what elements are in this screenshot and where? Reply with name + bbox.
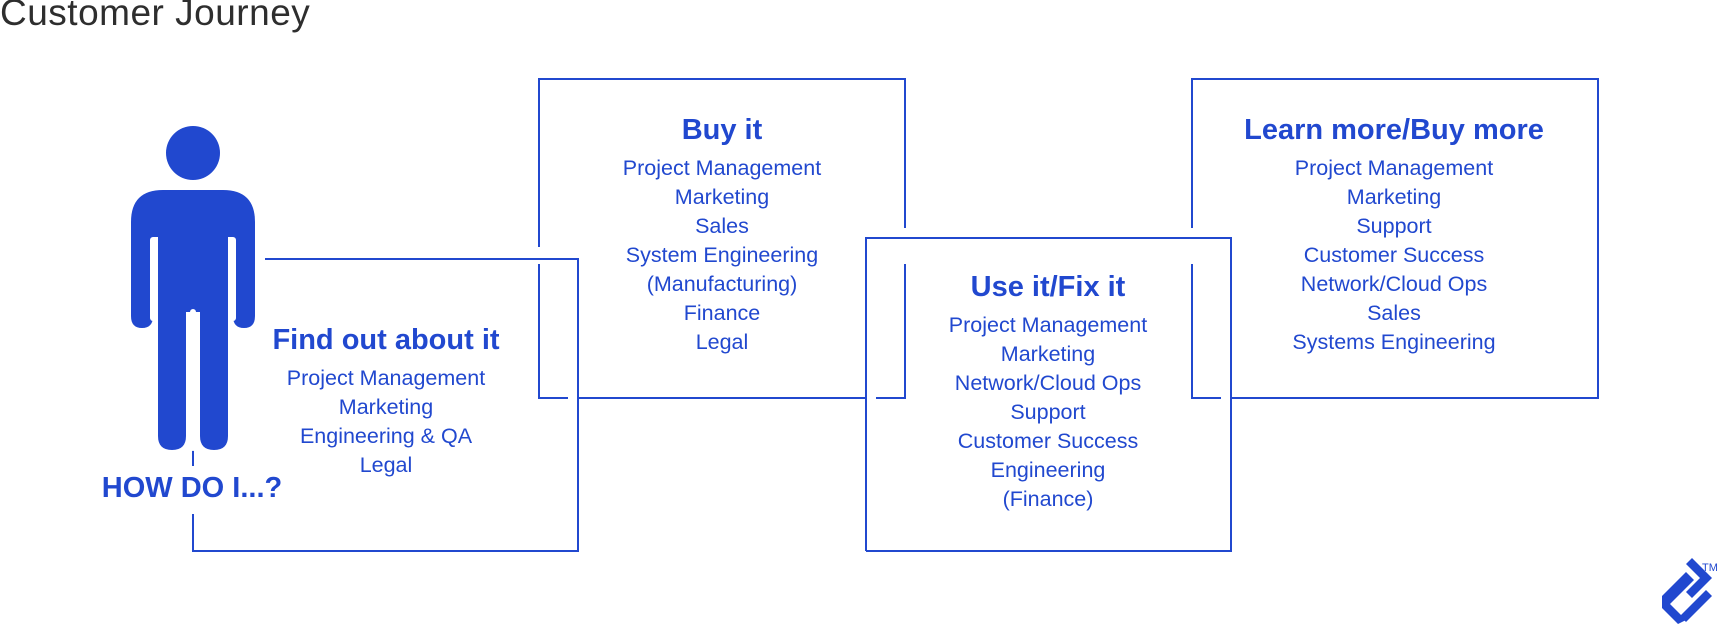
person-icon bbox=[131, 126, 255, 450]
stage-box-find-out bbox=[192, 258, 579, 552]
stage-box-use bbox=[865, 237, 1232, 552]
stage-box-buy bbox=[538, 78, 906, 247]
department-item: Marketing bbox=[674, 185, 770, 209]
department-item: Engineering bbox=[990, 458, 1106, 482]
department-item: Sales bbox=[695, 214, 749, 238]
department-item: Project Management bbox=[622, 156, 822, 180]
trademark-label: TM bbox=[1702, 562, 1718, 574]
department-item: Network/Cloud Ops bbox=[1300, 272, 1488, 296]
toptal-logo-icon bbox=[1662, 558, 1712, 624]
department-item: Support bbox=[1356, 214, 1432, 238]
department-item: Finance bbox=[683, 301, 761, 325]
department-item: Legal bbox=[359, 453, 413, 477]
stage-title: Buy it bbox=[681, 114, 763, 146]
stage-department-list: Project Management Marketing Sales Syste… bbox=[557, 154, 887, 357]
question-label: HOW DO I...? bbox=[92, 466, 292, 511]
department-item: Project Management bbox=[286, 366, 486, 390]
department-item: System Engineering bbox=[625, 243, 819, 267]
stage-department-list: Project Management Marketing Support Cus… bbox=[1229, 154, 1559, 357]
department-item: Project Management bbox=[948, 313, 1148, 337]
department-item: Sales bbox=[1367, 301, 1421, 325]
department-item: Marketing bbox=[338, 395, 434, 419]
stage-use: Use it/Fix it Project Management Marketi… bbox=[883, 269, 1213, 514]
stage-title: Use it/Fix it bbox=[970, 271, 1126, 303]
stage-buy: Buy it Project Management Marketing Sale… bbox=[557, 112, 887, 357]
department-item: Customer Success bbox=[957, 429, 1139, 453]
page-title: Customer Journey bbox=[0, 0, 311, 33]
stage-title: Learn more/Buy more bbox=[1244, 114, 1544, 146]
stage-department-list: Project Management Marketing Network/Clo… bbox=[883, 311, 1213, 514]
stage-title: Find out about it bbox=[272, 324, 500, 356]
department-item: Systems Engineering bbox=[1292, 330, 1496, 354]
stage-box-learn bbox=[1191, 78, 1599, 399]
department-item: Legal bbox=[695, 330, 749, 354]
department-item: Support bbox=[1010, 400, 1086, 424]
stage-find-out: Find out about it Project Management Mar… bbox=[221, 322, 551, 480]
department-item: Marketing bbox=[1000, 342, 1096, 366]
department-item: Marketing bbox=[1346, 185, 1442, 209]
department-item: Engineering & QA bbox=[299, 424, 473, 448]
stage-department-list: Project Management Marketing Engineering… bbox=[221, 364, 551, 480]
department-item: Project Management bbox=[1294, 156, 1494, 180]
department-item: (Manufacturing) bbox=[646, 272, 798, 296]
department-item: Network/Cloud Ops bbox=[954, 371, 1142, 395]
department-item: Customer Success bbox=[1303, 243, 1485, 267]
department-item: (Finance) bbox=[1002, 487, 1094, 511]
stage-learn: Learn more/Buy more Project Management M… bbox=[1229, 112, 1559, 357]
